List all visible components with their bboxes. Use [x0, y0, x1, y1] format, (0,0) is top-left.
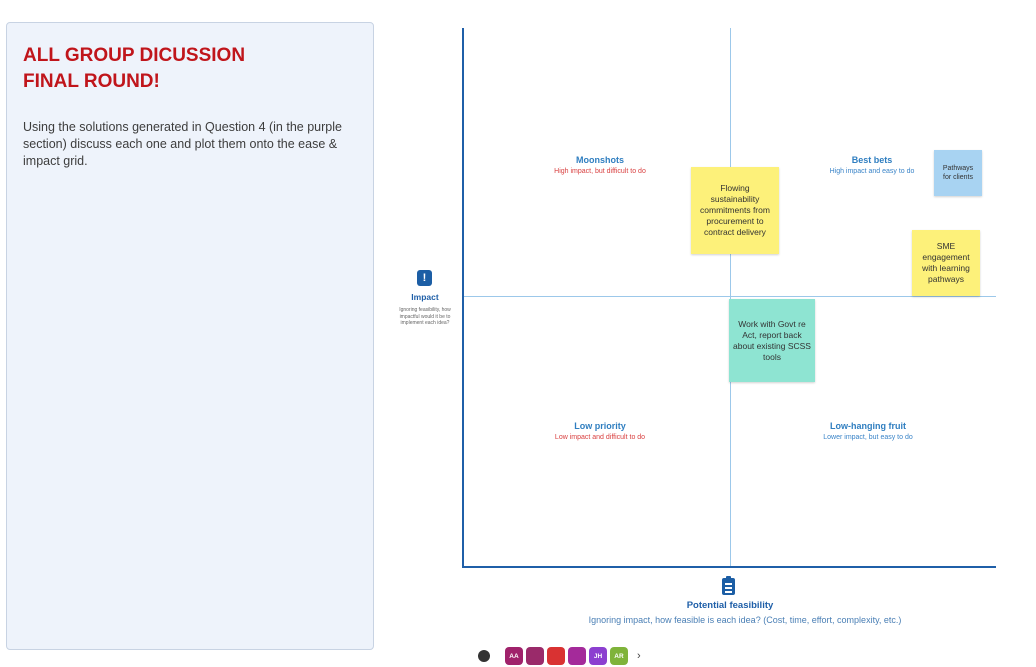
- vertical-divider: [730, 28, 731, 566]
- avatar[interactable]: AA: [505, 647, 523, 665]
- sticky-note-govt-act[interactable]: Work with Govt re Act, report back about…: [729, 299, 815, 382]
- clipboard-icon: [722, 576, 735, 595]
- panel-title-line-1: ALL GROUP DICUSSION: [23, 45, 246, 66]
- moonshots-subtitle: High impact, but difficult to do: [554, 168, 646, 175]
- sticky-note-sme-engagement[interactable]: SME engagement with learning pathways: [912, 230, 980, 296]
- low-hanging-fruit-subtitle: Lower impact, but easy to do: [823, 434, 913, 441]
- sticky-note-pathways[interactable]: Pathways for clients: [934, 150, 982, 196]
- chevron-right-icon[interactable]: ›: [637, 650, 641, 662]
- reaction-icon[interactable]: [478, 650, 490, 662]
- impact-axis-description: Ignoring feasibility, how impactful woul…: [399, 307, 451, 326]
- quadrant-moonshots: Moonshots High impact, but difficult to …: [530, 155, 670, 175]
- avatar[interactable]: AR: [610, 647, 628, 665]
- y-axis-line: [462, 28, 464, 568]
- feasibility-axis-description: Ignoring impact, how feasible is each id…: [588, 615, 902, 625]
- low-priority-title: Low priority: [574, 421, 626, 431]
- horizontal-divider: [464, 296, 996, 297]
- exclamation-icon: !: [417, 270, 432, 286]
- sticky-note-flowing-sustainability[interactable]: Flowing sustainability commitments from …: [691, 167, 779, 254]
- feasibility-axis-label: Potential feasibility: [686, 600, 774, 611]
- low-priority-subtitle: Low impact and difficult to do: [554, 434, 646, 441]
- quadrant-best-bets: Best bets High impact and easy to do: [802, 155, 942, 175]
- avatar[interactable]: [568, 647, 586, 665]
- impact-axis-label: Impact: [411, 292, 439, 302]
- avatar[interactable]: [547, 647, 565, 665]
- best-bets-subtitle: High impact and easy to do: [829, 168, 915, 175]
- x-axis-line: [462, 566, 996, 568]
- panel-title: ALL GROUP DICUSSION FINAL ROUND!: [23, 43, 353, 95]
- panel-instructions: Using the solutions generated in Questio…: [23, 120, 342, 168]
- quadrant-low-priority: Low priority Low impact and difficult to…: [530, 421, 670, 441]
- best-bets-title: Best bets: [851, 155, 893, 165]
- moonshots-title: Moonshots: [576, 155, 624, 165]
- participants-bar: AA JH AR ›: [478, 645, 641, 667]
- instructions-panel: ALL GROUP DICUSSION FINAL ROUND! Using t…: [6, 22, 374, 650]
- quadrant-low-hanging-fruit: Low-hanging fruit Lower impact, but easy…: [798, 421, 938, 441]
- avatar[interactable]: JH: [589, 647, 607, 665]
- avatar[interactable]: [526, 647, 544, 665]
- panel-title-line-2: FINAL ROUND!: [23, 71, 160, 92]
- low-hanging-fruit-title: Low-hanging fruit: [830, 421, 906, 431]
